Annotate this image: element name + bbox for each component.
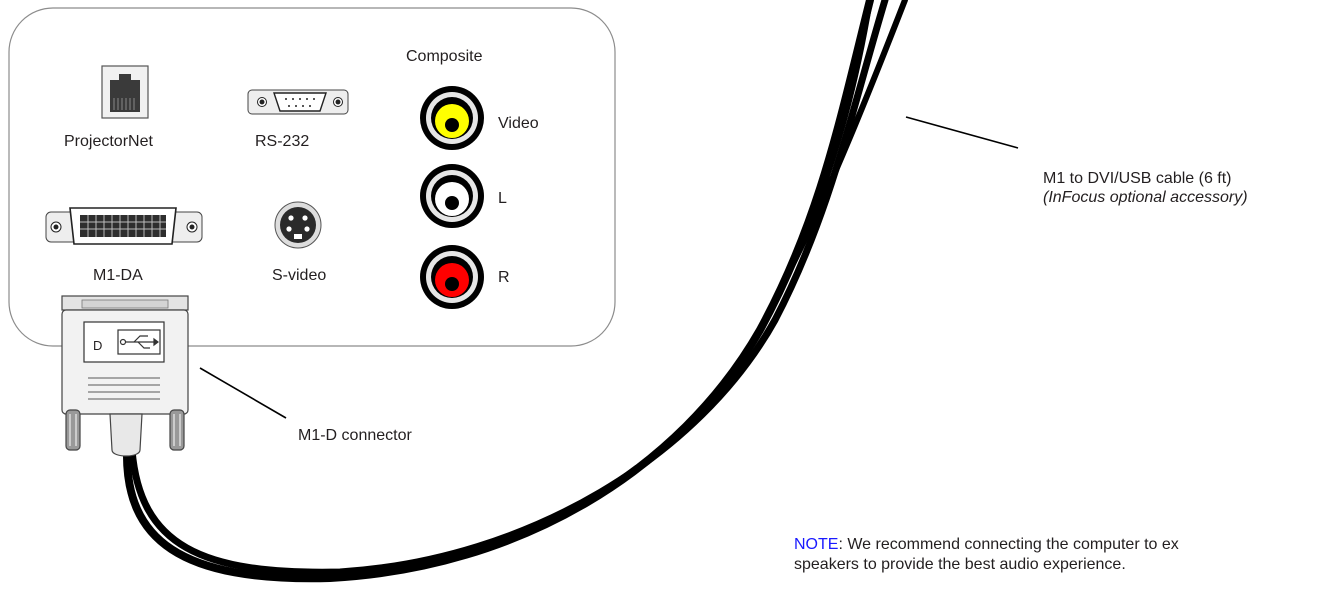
- note-line-1: NOTE: We recommend connecting the comput…: [794, 535, 1179, 554]
- m1da-label: M1-DA: [93, 267, 143, 284]
- note-text: : We recommend connecting the computer t…: [838, 536, 1179, 553]
- rca-video-jack-icon: [420, 86, 484, 150]
- m1da-port-icon: [45, 207, 203, 245]
- cable: [122, 0, 908, 583]
- note-key: NOTE: [794, 536, 839, 553]
- cable-leader-line: [905, 116, 1019, 149]
- projector-panel: [8, 7, 616, 347]
- note-line-2: speakers to provide the best audio exper…: [794, 556, 1126, 573]
- m1d-connector-plug: [61, 295, 189, 457]
- cable-sublabel: (InFocus optional accessory): [1043, 189, 1248, 206]
- usb-icon: [119, 335, 159, 349]
- connector-leader-line: [199, 367, 287, 419]
- rca-right-jack-icon: [420, 245, 484, 309]
- cable-label: M1 to DVI/USB cable (6 ft): [1043, 170, 1232, 187]
- rca-video-label: Video: [498, 115, 539, 132]
- projectornet-label: ProjectorNet: [64, 133, 153, 150]
- rs232-label: RS-232: [255, 133, 310, 150]
- composite-heading: Composite: [406, 48, 483, 65]
- rj45-port-icon: [101, 65, 149, 119]
- rca-right-label: R: [498, 269, 510, 286]
- rca-left-jack-icon: [420, 164, 484, 228]
- svideo-label: S-video: [272, 267, 327, 284]
- rca-left-label: L: [498, 190, 507, 207]
- db9-port-icon: [247, 89, 349, 115]
- svideo-port-icon: [274, 201, 322, 249]
- m1d-connector-label: M1-D connector: [298, 427, 412, 444]
- connector-face-letter: D: [93, 338, 103, 353]
